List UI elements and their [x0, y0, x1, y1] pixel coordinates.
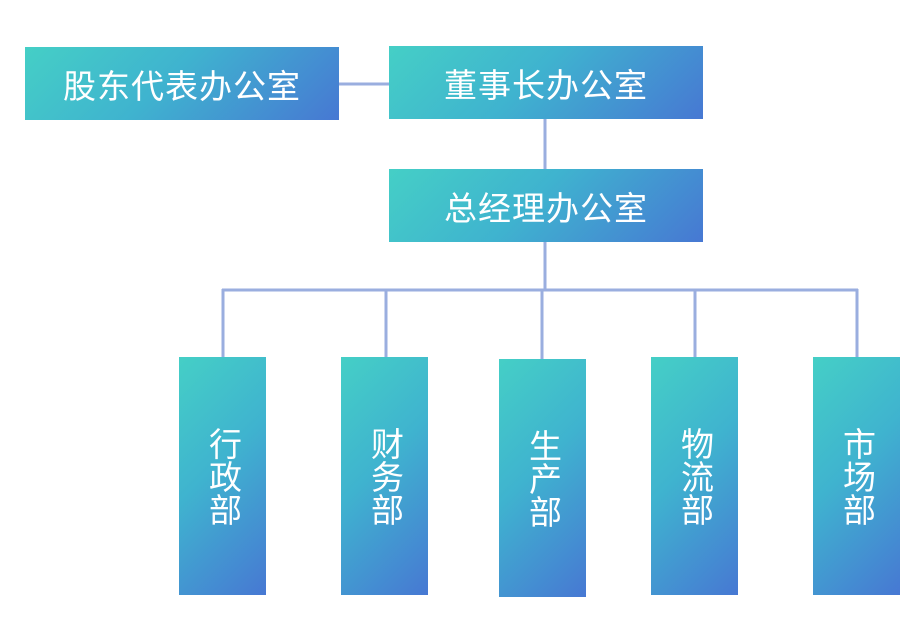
- department-label: 生产部: [523, 428, 563, 528]
- chairman-office-label: 董事长办公室: [444, 65, 648, 105]
- department-label: 市场部: [837, 426, 877, 526]
- general-manager-office-box: 总经理办公室: [389, 169, 703, 242]
- department-label: 行政部: [203, 426, 243, 526]
- department-box-logistics: 物流部: [651, 357, 738, 595]
- department-box-finance: 财务部: [341, 357, 428, 595]
- department-box-marketing: 市场部: [813, 357, 900, 595]
- shareholder-office-label: 股东代表办公室: [63, 66, 301, 106]
- department-label: 物流部: [675, 426, 715, 526]
- general-manager-office-label: 总经理办公室: [444, 188, 648, 228]
- department-box-production: 生产部: [499, 359, 586, 597]
- chairman-office-box: 董事长办公室: [389, 46, 703, 119]
- department-box-administration: 行政部: [179, 357, 266, 595]
- department-label: 财务部: [365, 426, 405, 526]
- shareholder-office-box: 股东代表办公室: [25, 47, 339, 120]
